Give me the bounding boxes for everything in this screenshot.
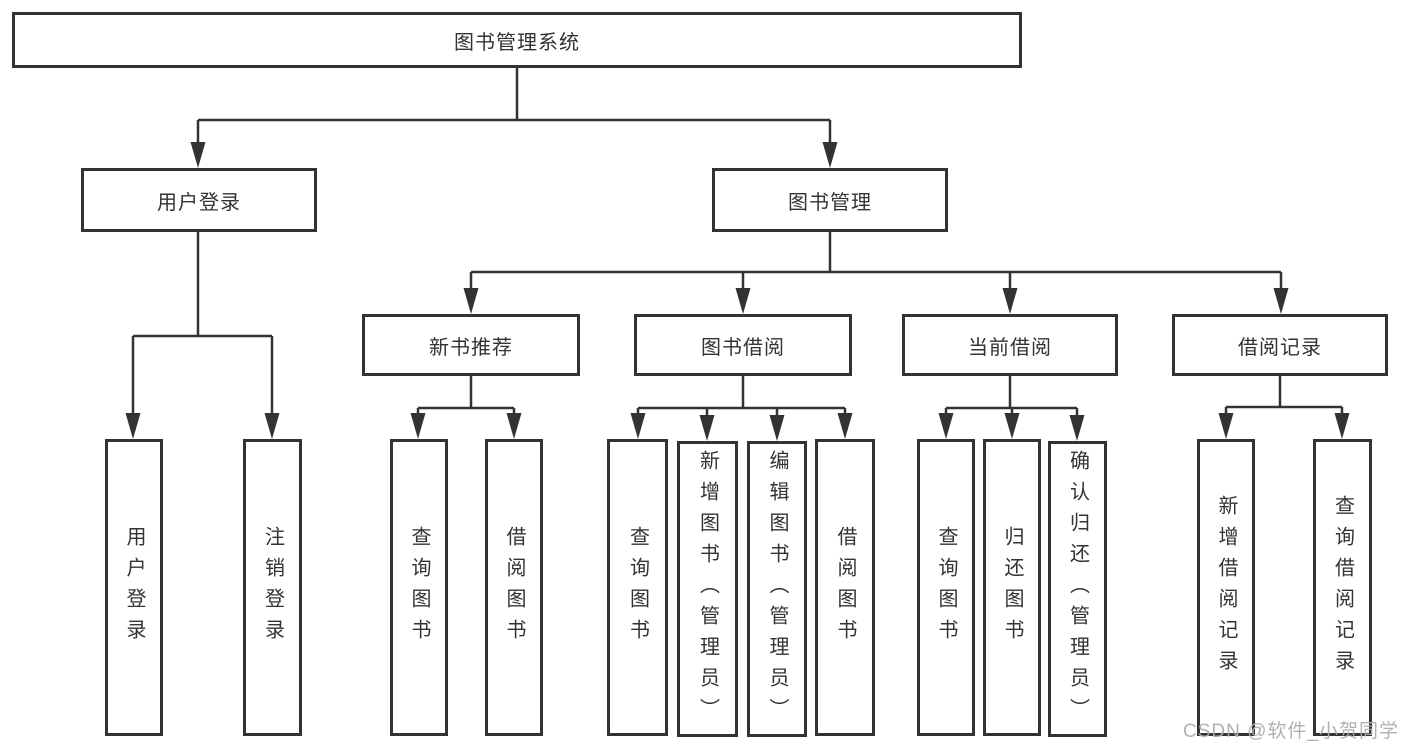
node-leaf-query-book-3: 查询图书: [917, 439, 975, 736]
node-user-login: 用户登录: [81, 168, 317, 232]
node-leaf-logout: 注销登录: [243, 439, 302, 736]
node-new-book-recommend-label: 新书推荐: [429, 336, 513, 359]
node-leaf-edit-book-admin: 编辑图书（管理员）: [747, 441, 807, 737]
node-leaf-add-borrow-record: 新增借阅记录: [1197, 439, 1255, 736]
node-leaf-confirm-return-admin: 确认归还（管理员）: [1048, 441, 1107, 737]
node-new-book-recommend: 新书推荐: [362, 314, 580, 376]
node-leaf-query-borrow-record: 查询借阅记录: [1313, 439, 1372, 736]
node-book-borrowing: 图书借阅: [634, 314, 852, 376]
node-borrowing-records-label: 借阅记录: [1238, 336, 1322, 359]
node-current-borrowing-label: 当前借阅: [968, 336, 1052, 359]
node-root-label: 图书管理系统: [454, 31, 580, 54]
node-root: 图书管理系统: [12, 12, 1022, 68]
node-leaf-add-book-admin: 新增图书（管理员）: [677, 441, 738, 737]
node-leaf-query-book-1: 查询图书: [390, 439, 448, 736]
node-leaf-user-login: 用户登录: [105, 439, 163, 736]
node-book-borrowing-label: 图书借阅: [701, 336, 785, 359]
node-borrowing-records: 借阅记录: [1172, 314, 1388, 376]
node-leaf-return-book: 归还图书: [983, 439, 1041, 736]
csdn-watermark: CSDN @软件_小贺同学: [1183, 721, 1399, 742]
node-leaf-borrow-book-1: 借阅图书: [485, 439, 543, 736]
node-leaf-borrow-book-2: 借阅图书: [815, 439, 875, 736]
node-user-login-label: 用户登录: [157, 191, 241, 214]
node-book-management-label: 图书管理: [788, 191, 872, 214]
node-leaf-query-book-2: 查询图书: [607, 439, 668, 736]
node-book-management: 图书管理: [712, 168, 948, 232]
node-current-borrowing: 当前借阅: [902, 314, 1118, 376]
